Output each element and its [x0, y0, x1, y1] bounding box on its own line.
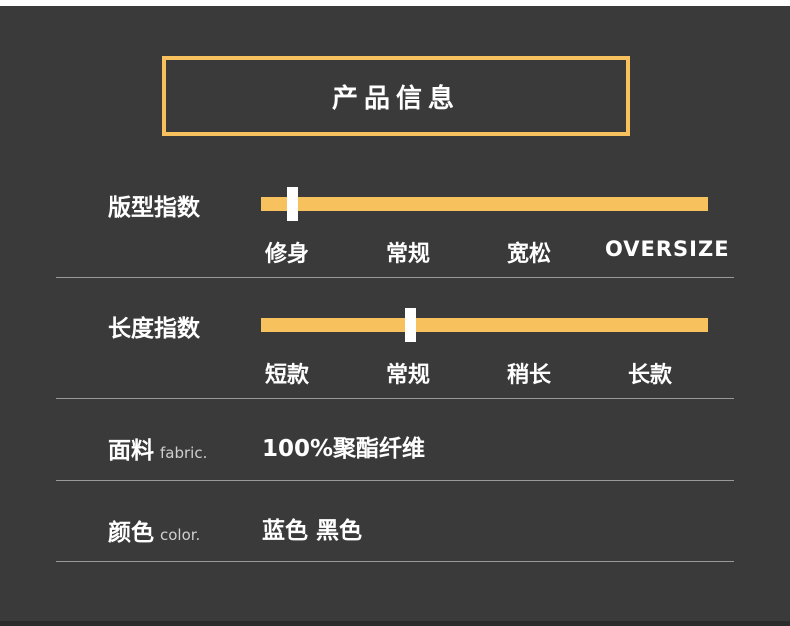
fabric-label: 面料 fabric. [108, 431, 207, 465]
fabric-label-sub: fabric. [160, 444, 208, 462]
fit-tick-slim: 修身 [265, 242, 310, 267]
bottom-strip [0, 621, 790, 626]
fit-index-label: 版型指数 [108, 195, 200, 221]
product-info-panel [0, 6, 790, 621]
color-value: 蓝色 黑色 [262, 518, 363, 544]
fabric-label-text: 面料 [108, 438, 154, 464]
fit-tick-regular: 常规 [386, 242, 431, 267]
length-tick-long: 长款 [628, 363, 673, 388]
divider [56, 561, 734, 562]
fit-scale-marker [287, 187, 299, 221]
length-tick-regular: 常规 [386, 363, 431, 388]
color-label-text: 颜色 [108, 520, 154, 546]
color-label: 颜色 color. [108, 513, 200, 547]
length-tick-slightly-long: 稍长 [507, 363, 552, 388]
length-tick-short: 短款 [265, 363, 310, 388]
fit-scale-track [261, 197, 708, 211]
length-index-label: 长度指数 [108, 316, 200, 342]
fabric-value: 100%聚酯纤维 [262, 436, 426, 462]
divider [56, 480, 734, 481]
length-scale-track [261, 318, 708, 332]
fit-tick-oversize: OVERSIZE [605, 237, 730, 261]
color-label-sub: color. [160, 526, 201, 544]
panel-title: 产品信息 [331, 83, 460, 114]
title-box: 产品信息 [162, 56, 630, 136]
divider [56, 277, 734, 278]
divider [56, 398, 734, 399]
length-scale-marker [404, 308, 416, 342]
fit-tick-loose: 宽松 [507, 242, 552, 267]
